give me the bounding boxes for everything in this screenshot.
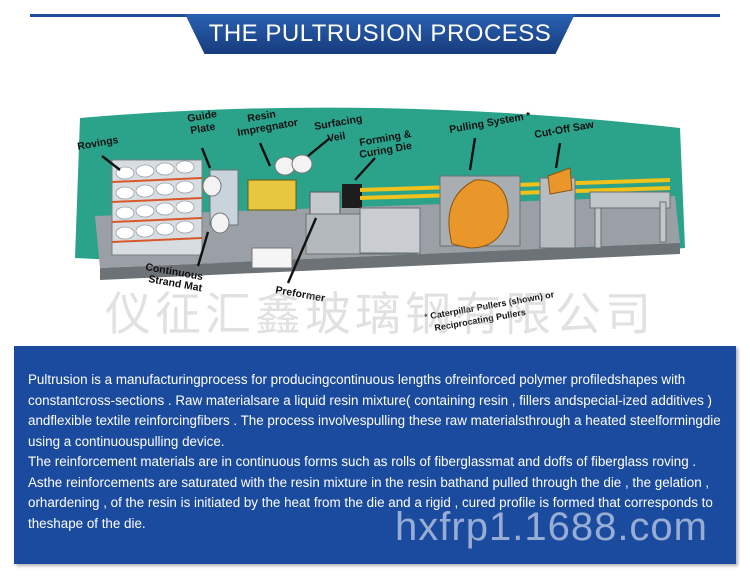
resin-impregnator (247, 179, 297, 269)
description-paragraph-2: The reinforcement materials are in conti… (28, 454, 713, 531)
page-title: THE PULTRUSION PROCESS (208, 20, 552, 47)
cut-off-saw (539, 167, 576, 249)
roving-creel (111, 159, 203, 256)
caterpillar-puller (439, 175, 521, 249)
description-panel: Pultrusion is a manufacturingprocess for… (14, 346, 736, 564)
label-guide-plate-2: Plate (189, 121, 216, 137)
description-paragraph-1: Pultrusion is a manufacturingprocess for… (28, 372, 721, 449)
control-cabinet (359, 207, 421, 254)
label-surfacing-veil-2: Veil (326, 130, 346, 145)
label-guide-plate-1: Guide (186, 108, 218, 125)
surfacing-veil (274, 154, 313, 176)
description-text: Pultrusion is a manufacturingprocess for… (28, 370, 726, 534)
label-resin-impregnator-1: Resin (246, 108, 276, 125)
machine-base-shadow (100, 243, 680, 280)
title-banner: THE PULTRUSION PROCESS (185, 14, 575, 54)
watermark-url: hxfrp1.1688.com (395, 505, 708, 549)
watermark-company-name: 仪征汇鑫玻璃钢有限公司 (105, 287, 655, 341)
label-arrows (101, 137, 562, 284)
output-rollers (589, 191, 671, 249)
diagram-svg: Rovings Guide Plate Resin Impregnator Su… (75, 107, 685, 333)
guide-plate (202, 169, 239, 234)
pultrusion-diagram: Rovings Guide Plate Resin Impregnator Su… (70, 98, 690, 338)
